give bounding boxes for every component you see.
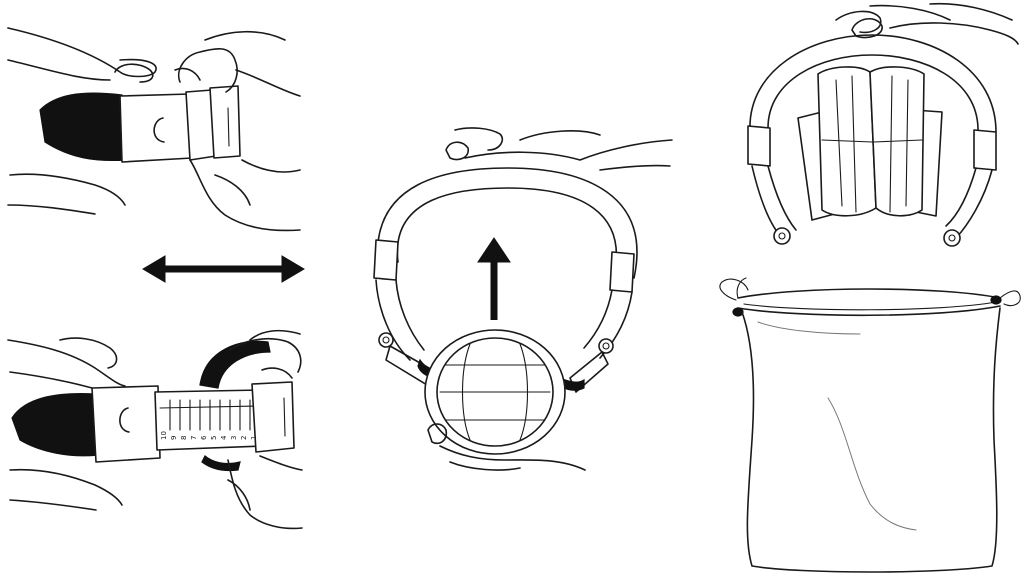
adjust-slider-collapsed-illustration bbox=[7, 27, 301, 232]
adjust-slider-extended-illustration: 10 9 8 7 6 5 4 3 2 1 bbox=[7, 329, 303, 530]
carrying-pouch-illustration bbox=[719, 277, 1021, 573]
up-arrow-icon bbox=[477, 237, 511, 320]
graduated-scale: 10 9 8 7 6 5 4 3 2 1 bbox=[159, 399, 259, 440]
scale-number-7: 7 bbox=[190, 436, 198, 440]
scale-number-2: 2 bbox=[240, 436, 248, 440]
scale-number-9: 9 bbox=[170, 436, 178, 440]
scale-number-4: 4 bbox=[220, 435, 228, 440]
double-headed-arrow-icon bbox=[142, 255, 305, 283]
headphones-worn-illustration bbox=[373, 127, 673, 471]
scale-number-10: 10 bbox=[160, 431, 168, 440]
scale-number-5: 5 bbox=[210, 436, 218, 440]
headphones-folded-illustration bbox=[747, 2, 1019, 247]
scale-number-3: 3 bbox=[230, 436, 238, 440]
scale-number-1: 1 bbox=[250, 436, 258, 440]
scale-number-6: 6 bbox=[200, 435, 208, 440]
scale-number-8: 8 bbox=[180, 436, 188, 440]
